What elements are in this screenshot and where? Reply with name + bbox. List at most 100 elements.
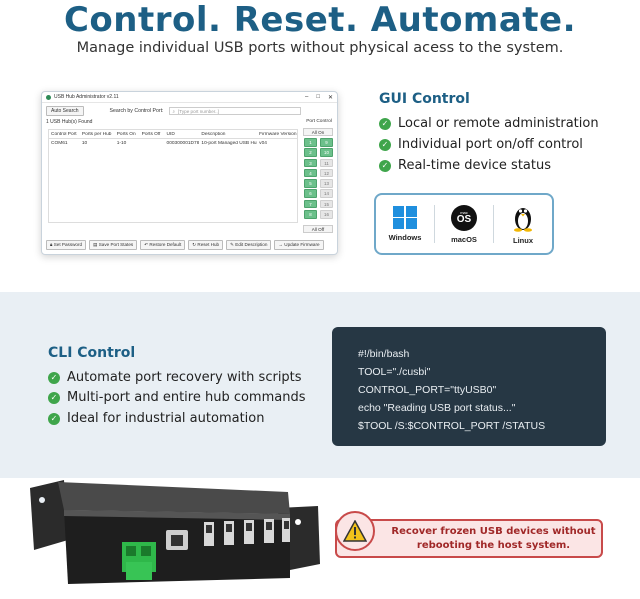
- cli-feature-item: ✓ Ideal for industrial automation: [48, 411, 264, 426]
- save-port-states-button[interactable]: ▤ Save Port States: [89, 240, 138, 250]
- port-toggle-button[interactable]: 1: [304, 138, 317, 147]
- restore-icon: ↶: [144, 242, 150, 247]
- port-toggle-button[interactable]: 16: [320, 210, 333, 219]
- maximize-icon[interactable]: □: [316, 93, 320, 100]
- control-port-search-input[interactable]: ⌕ [Type port number..]: [169, 107, 302, 115]
- feature-text: Multi-port and entire hub commands: [67, 390, 306, 405]
- port-toggle-button[interactable]: 7: [304, 199, 317, 209]
- button-label: Restore Default: [149, 242, 182, 247]
- column-header: Ports On: [116, 131, 136, 137]
- port-toggle-button[interactable]: 8: [304, 210, 317, 219]
- port-toggle-button[interactable]: 10: [320, 148, 333, 157]
- check-icon: ✓: [379, 117, 391, 130]
- column-header: UID: [166, 131, 175, 137]
- port-toggle-grid: 1 9 2 10 3 11 4 12 5 13 6 14 7 15 8 16: [304, 138, 334, 219]
- code-line: $TOOL /S:$CONTROL_PORT /STATUS: [358, 420, 546, 432]
- callout-line: rebooting the host system.: [416, 539, 571, 551]
- cli-control-title: CLI Control: [48, 345, 136, 361]
- port-toggle-button[interactable]: 15: [320, 199, 333, 209]
- callout-line: Recover frozen USB devices without: [391, 525, 596, 537]
- os-windows: Windows: [376, 195, 434, 253]
- set-password-button[interactable]: 🔒︎ Set Password: [46, 240, 87, 250]
- port-toggle-button[interactable]: 12: [320, 168, 333, 178]
- search-icon: ⌕: [172, 108, 176, 114]
- divider: [493, 205, 494, 243]
- window-controls: – □ ✕: [305, 94, 333, 101]
- table-header: Control Port Ports per Hub Ports On Port…: [49, 130, 297, 139]
- search-toolbar: Auto Search Search by Control Port: ⌕ [T…: [42, 103, 337, 119]
- hub-table: Control Port Ports per Hub Ports On Port…: [48, 129, 298, 223]
- windows-icon: [393, 205, 417, 230]
- check-icon: ✓: [379, 159, 391, 172]
- callout-text: Recover frozen USB devices without reboo…: [391, 525, 596, 553]
- usb-hub-device-image: [30, 480, 320, 584]
- port-control-label: Port Control: [306, 119, 332, 124]
- reset-hub-button[interactable]: ↻ Reset Hub: [188, 240, 224, 250]
- button-label: Edit Description: [235, 242, 268, 247]
- check-icon: ✓: [48, 391, 60, 404]
- linux-icon: [514, 207, 532, 232]
- button-label: Reset Hub: [197, 242, 220, 247]
- minimize-icon[interactable]: –: [305, 93, 309, 100]
- auto-search-button[interactable]: Auto Search: [46, 106, 84, 116]
- port-toggle-button[interactable]: 11: [320, 158, 333, 168]
- window-footer-toolbar: 🔒︎ Set Password ▤ Save Port States ↶ Res…: [46, 240, 324, 250]
- warning-icon: [335, 511, 375, 551]
- feature-text: Automate port recovery with scripts: [67, 370, 302, 385]
- button-label: Save Port States: [98, 242, 134, 247]
- os-label: macOS: [451, 234, 477, 244]
- macos-icon: mac OS: [451, 204, 477, 231]
- port-toggle-button[interactable]: 13: [320, 179, 333, 188]
- port-toggle-button[interactable]: 6: [304, 189, 317, 198]
- usb-hub-admin-window: USB Hub Administrator v2.11 – □ ✕ Auto S…: [41, 91, 338, 255]
- table-cell: v04: [259, 141, 267, 146]
- all-off-button[interactable]: All Off: [303, 225, 333, 233]
- recovery-callout: Recover frozen USB devices without reboo…: [335, 511, 603, 558]
- divider: [434, 205, 435, 243]
- os-macos: mac OS macOS: [435, 195, 493, 253]
- update-firmware-button[interactable]: → Update Firmware: [274, 240, 324, 250]
- code-line: TOOL="./cusbi": [358, 366, 431, 378]
- window-title: USB Hub Administrator v2.11: [54, 94, 119, 100]
- gui-feature-item: ✓ Real-time device status: [379, 158, 551, 173]
- port-toggle-button[interactable]: 2: [304, 148, 317, 157]
- column-header: Ports per Hub: [81, 131, 112, 137]
- table-cell: 000300001D78: [166, 141, 200, 146]
- column-header: Control Port: [51, 131, 77, 137]
- search-label: Search by Control Port:: [109, 108, 164, 114]
- button-label: Set Password: [53, 242, 83, 247]
- column-header: Firmware Version: [259, 131, 297, 137]
- port-toggle-button[interactable]: 3: [304, 158, 317, 168]
- search-placeholder: [Type port number..]: [178, 108, 219, 114]
- gui-feature-item: ✓ Local or remote administration: [379, 116, 599, 131]
- port-toggle-button[interactable]: 4: [304, 168, 317, 178]
- cli-feature-item: ✓ Automate port recovery with scripts: [48, 370, 302, 385]
- edit-description-button[interactable]: ✎ Edit Description: [226, 240, 272, 250]
- reset-icon: ↻: [192, 242, 198, 247]
- cli-feature-item: ✓ Multi-port and entire hub commands: [48, 390, 306, 405]
- feature-text: Real-time device status: [398, 158, 551, 173]
- port-toggle-button[interactable]: 9: [320, 138, 333, 147]
- feature-text: Individual port on/off control: [398, 137, 583, 152]
- port-toggle-button[interactable]: 14: [320, 189, 333, 198]
- port-toggle-button[interactable]: 5: [304, 179, 317, 188]
- page-headline: Control. Reset. Automate.: [63, 0, 577, 40]
- os-linux: Linux: [494, 195, 552, 253]
- close-icon[interactable]: ✕: [327, 94, 333, 101]
- macos-badge-small: mac: [460, 209, 468, 215]
- hubs-found-text: 1 USB Hub(s) Found: [46, 119, 93, 125]
- edit-icon: ✎: [230, 242, 236, 247]
- arrow-right-icon: →: [278, 242, 285, 247]
- lock-icon: 🔒︎: [50, 242, 54, 247]
- restore-default-button[interactable]: ↶ Restore Default: [140, 240, 186, 250]
- check-icon: ✓: [379, 138, 391, 151]
- save-icon: ▤: [93, 242, 99, 247]
- gui-feature-item: ✓ Individual port on/off control: [379, 137, 583, 152]
- table-row[interactable]: COM61 10 1-10 000300001D78 10-port Manag…: [49, 139, 297, 148]
- column-header: Description: [201, 131, 226, 137]
- all-on-button[interactable]: All On: [303, 128, 333, 136]
- code-line: CONTROL_PORT="ttyUSB0": [358, 384, 497, 396]
- column-header: Ports Off: [141, 131, 161, 137]
- feature-text: Local or remote administration: [398, 116, 599, 131]
- os-label: Linux: [513, 235, 533, 245]
